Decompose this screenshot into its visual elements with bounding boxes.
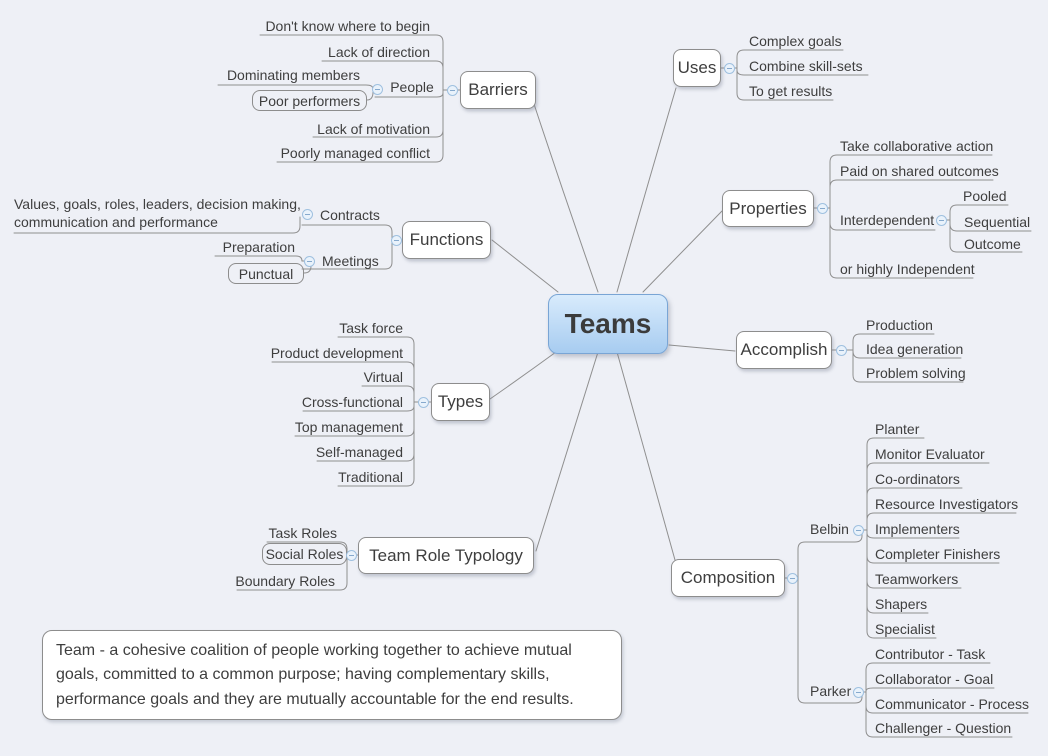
- topic-team-role-typology[interactable]: Team Role Typology: [358, 537, 534, 574]
- collapse-icon-contracts[interactable]: [302, 209, 313, 220]
- subtopic-idea-generation[interactable]: Idea generation: [866, 341, 964, 357]
- subtopic-dont-know-where-to-begin[interactable]: Don't know where to begin: [265, 18, 430, 34]
- subtopic-or-highly-independent[interactable]: or highly Independent: [840, 261, 975, 277]
- subtopic-task-roles[interactable]: Task Roles: [268, 525, 337, 541]
- subtopic-self-managed[interactable]: Self-managed: [315, 444, 403, 460]
- topic-composition[interactable]: Composition: [671, 559, 785, 597]
- subtopic-dominating-members[interactable]: Dominating members: [226, 67, 360, 83]
- subtopic-virtual[interactable]: Virtual: [363, 369, 403, 385]
- subtopic-communicator-process[interactable]: Communicator - Process: [875, 696, 1030, 712]
- collapse-icon-team-role-typology[interactable]: [346, 550, 357, 561]
- topic-functions[interactable]: Functions: [402, 221, 491, 259]
- subtopic-belbin[interactable]: Belbin: [810, 521, 849, 537]
- subtopic-co-ordinators[interactable]: Co-ordinators: [875, 471, 960, 487]
- definition-note[interactable]: Team - a cohesive coalition of people wo…: [42, 630, 622, 720]
- subtopic-contracts[interactable]: Contracts: [320, 207, 380, 223]
- subtopic-top-management[interactable]: Top management: [294, 419, 403, 435]
- subtopic-cross-functional[interactable]: Cross-functional: [301, 394, 403, 410]
- subtopic-parker[interactable]: Parker: [810, 683, 852, 699]
- subtopic-interdependent[interactable]: Interdependent: [840, 212, 935, 228]
- collapse-icon-interdependent[interactable]: [936, 215, 947, 226]
- subtopic-lack-of-direction[interactable]: Lack of direction: [328, 44, 430, 60]
- collapse-icon-composition[interactable]: [787, 573, 798, 584]
- collapse-icon-accomplish[interactable]: [836, 345, 847, 356]
- subtopic-poorly-managed-conflict[interactable]: Poorly managed conflict: [280, 145, 430, 161]
- topic-accomplish[interactable]: Accomplish: [736, 331, 832, 369]
- subtopic-shapers[interactable]: Shapers: [875, 596, 928, 612]
- collapse-icon-belbin[interactable]: [853, 525, 864, 536]
- subtopic-punctual[interactable]: Punctual: [228, 263, 304, 284]
- subtopic-monitor-evaluator[interactable]: Monitor Evaluator: [875, 446, 985, 462]
- subtopic-implementers[interactable]: Implementers: [875, 521, 960, 537]
- topic-uses[interactable]: Uses: [673, 49, 721, 87]
- subtopic-challenger-question[interactable]: Challenger - Question: [875, 720, 1012, 736]
- subtopic-contracts-values[interactable]: Values, goals, roles, leaders, decision …: [14, 196, 301, 231]
- central-topic-teams[interactable]: Teams: [548, 294, 668, 354]
- subtopic-teamworkers[interactable]: Teamworkers: [875, 571, 959, 587]
- subtopic-social-roles[interactable]: Social Roles: [262, 543, 347, 565]
- connector-group: [13, 34, 1032, 738]
- subtopic-collaborator-goal[interactable]: Collaborator - Goal: [875, 671, 994, 687]
- subtopic-preparation[interactable]: Preparation: [222, 239, 295, 255]
- topic-properties[interactable]: Properties: [722, 190, 814, 227]
- subtopic-production[interactable]: Production: [866, 317, 933, 333]
- subtopic-outcome[interactable]: Outcome: [964, 236, 1021, 252]
- subtopic-contributor-task[interactable]: Contributor - Task: [875, 646, 986, 662]
- collapse-icon-uses[interactable]: [724, 63, 735, 74]
- subtopic-traditional[interactable]: Traditional: [338, 469, 403, 485]
- subtopic-take-collaborative-action[interactable]: Take collaborative action: [840, 138, 994, 154]
- subtopic-problem-solving[interactable]: Problem solving: [866, 365, 966, 381]
- subtopic-resource-investigators[interactable]: Resource Investigators: [875, 496, 1019, 512]
- subtopic-complex-goals[interactable]: Complex goals: [749, 33, 842, 49]
- subtopic-combine-skill-sets[interactable]: Combine skill-sets: [749, 58, 863, 74]
- collapse-icon-functions[interactable]: [391, 235, 402, 246]
- subtopic-pooled[interactable]: Pooled: [963, 188, 1007, 204]
- collapse-icon-people[interactable]: [372, 84, 383, 95]
- subtopic-paid-on-shared-outcomes[interactable]: Paid on shared outcomes: [840, 163, 999, 179]
- subtopic-lack-of-motivation[interactable]: Lack of motivation: [317, 121, 430, 137]
- collapse-icon-parker[interactable]: [853, 687, 864, 698]
- subtopic-product-development[interactable]: Product development: [270, 345, 403, 361]
- subtopic-specialist[interactable]: Specialist: [875, 621, 935, 637]
- collapse-icon-barriers[interactable]: [447, 85, 458, 96]
- subtopic-people[interactable]: People: [390, 79, 434, 95]
- topic-types[interactable]: Types: [431, 383, 490, 421]
- collapse-icon-meetings[interactable]: [304, 256, 315, 267]
- subtopic-boundary-roles[interactable]: Boundary Roles: [235, 573, 335, 589]
- subtopic-to-get-results[interactable]: To get results: [749, 83, 833, 99]
- collapse-icon-types[interactable]: [418, 397, 429, 408]
- subtopic-task-force[interactable]: Task force: [339, 320, 403, 336]
- subtopic-planter[interactable]: Planter: [875, 421, 920, 437]
- subtopic-completer-finishers[interactable]: Completer Finishers: [875, 546, 1001, 562]
- subtopic-meetings[interactable]: Meetings: [322, 253, 379, 269]
- topic-barriers[interactable]: Barriers: [460, 71, 536, 109]
- subtopic-sequential[interactable]: Sequential: [964, 214, 1031, 230]
- subtopic-poor-performers[interactable]: Poor performers: [252, 90, 367, 111]
- collapse-icon-properties[interactable]: [817, 203, 828, 214]
